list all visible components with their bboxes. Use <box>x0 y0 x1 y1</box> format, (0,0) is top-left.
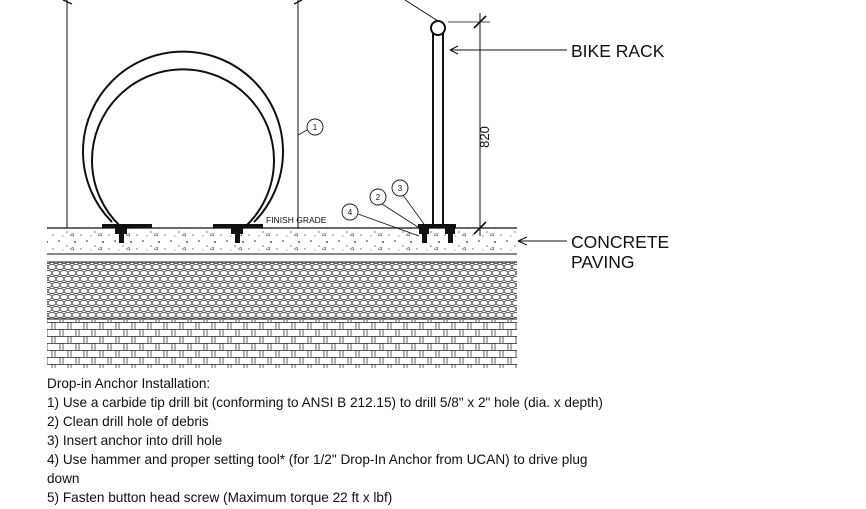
rack-loop <box>62 0 303 243</box>
bike-rack-callout: BIKE RACK <box>449 41 665 61</box>
note-step-4: 4) Use hammer and proper setting tool* (… <box>47 452 588 467</box>
note-step-5: 5) Fasten button head screw (Maximum tor… <box>47 490 393 505</box>
soil-layer <box>47 320 517 368</box>
concrete-label-line1: CONCRETE <box>571 232 669 252</box>
note-step-3: 3) Insert anchor into drill hole <box>47 433 223 448</box>
post-anchor-left <box>419 228 429 234</box>
notes-heading: Drop-in Anchor Installation: <box>47 376 211 391</box>
bike-rack-detail-drawing: 820 BIKE RACK CONCRETE PAVING FINISH GRA… <box>47 0 669 368</box>
concrete-label-line2: PAVING <box>571 252 635 272</box>
height-dimension-label: 820 <box>477 126 492 148</box>
balloon-2-number: 2 <box>376 193 381 202</box>
balloon-1: 1 <box>297 118 324 136</box>
rack-post-side <box>404 0 456 243</box>
concrete-paving-callout: CONCRETE PAVING <box>517 232 669 272</box>
balloon-3: 3 <box>391 179 425 225</box>
note-step-1: 1) Use a carbide tip drill bit (conformi… <box>47 395 603 410</box>
balloon-4-number: 4 <box>348 208 353 217</box>
anchor-left <box>115 228 127 234</box>
finish-grade-label: FINISH GRADE <box>266 215 327 225</box>
bike-rack-label: BIKE RACK <box>571 41 665 61</box>
installation-notes: Drop-in Anchor Installation: 1) Use a ca… <box>47 374 847 507</box>
note-step-2: 2) Clean drill hole of debris <box>47 414 209 429</box>
ground-section <box>47 227 517 368</box>
balloon-4: 4 <box>341 203 420 237</box>
balloon-3-number: 3 <box>398 184 403 193</box>
gravel-layer <box>47 262 517 319</box>
anchor-right <box>231 228 243 234</box>
note-step-4-continued: down <box>47 471 80 486</box>
height-dimension: 820 <box>448 13 492 236</box>
post-anchor-right <box>445 228 455 234</box>
balloon-2: 2 <box>369 188 422 230</box>
balloon-1-number: 1 <box>313 123 318 132</box>
